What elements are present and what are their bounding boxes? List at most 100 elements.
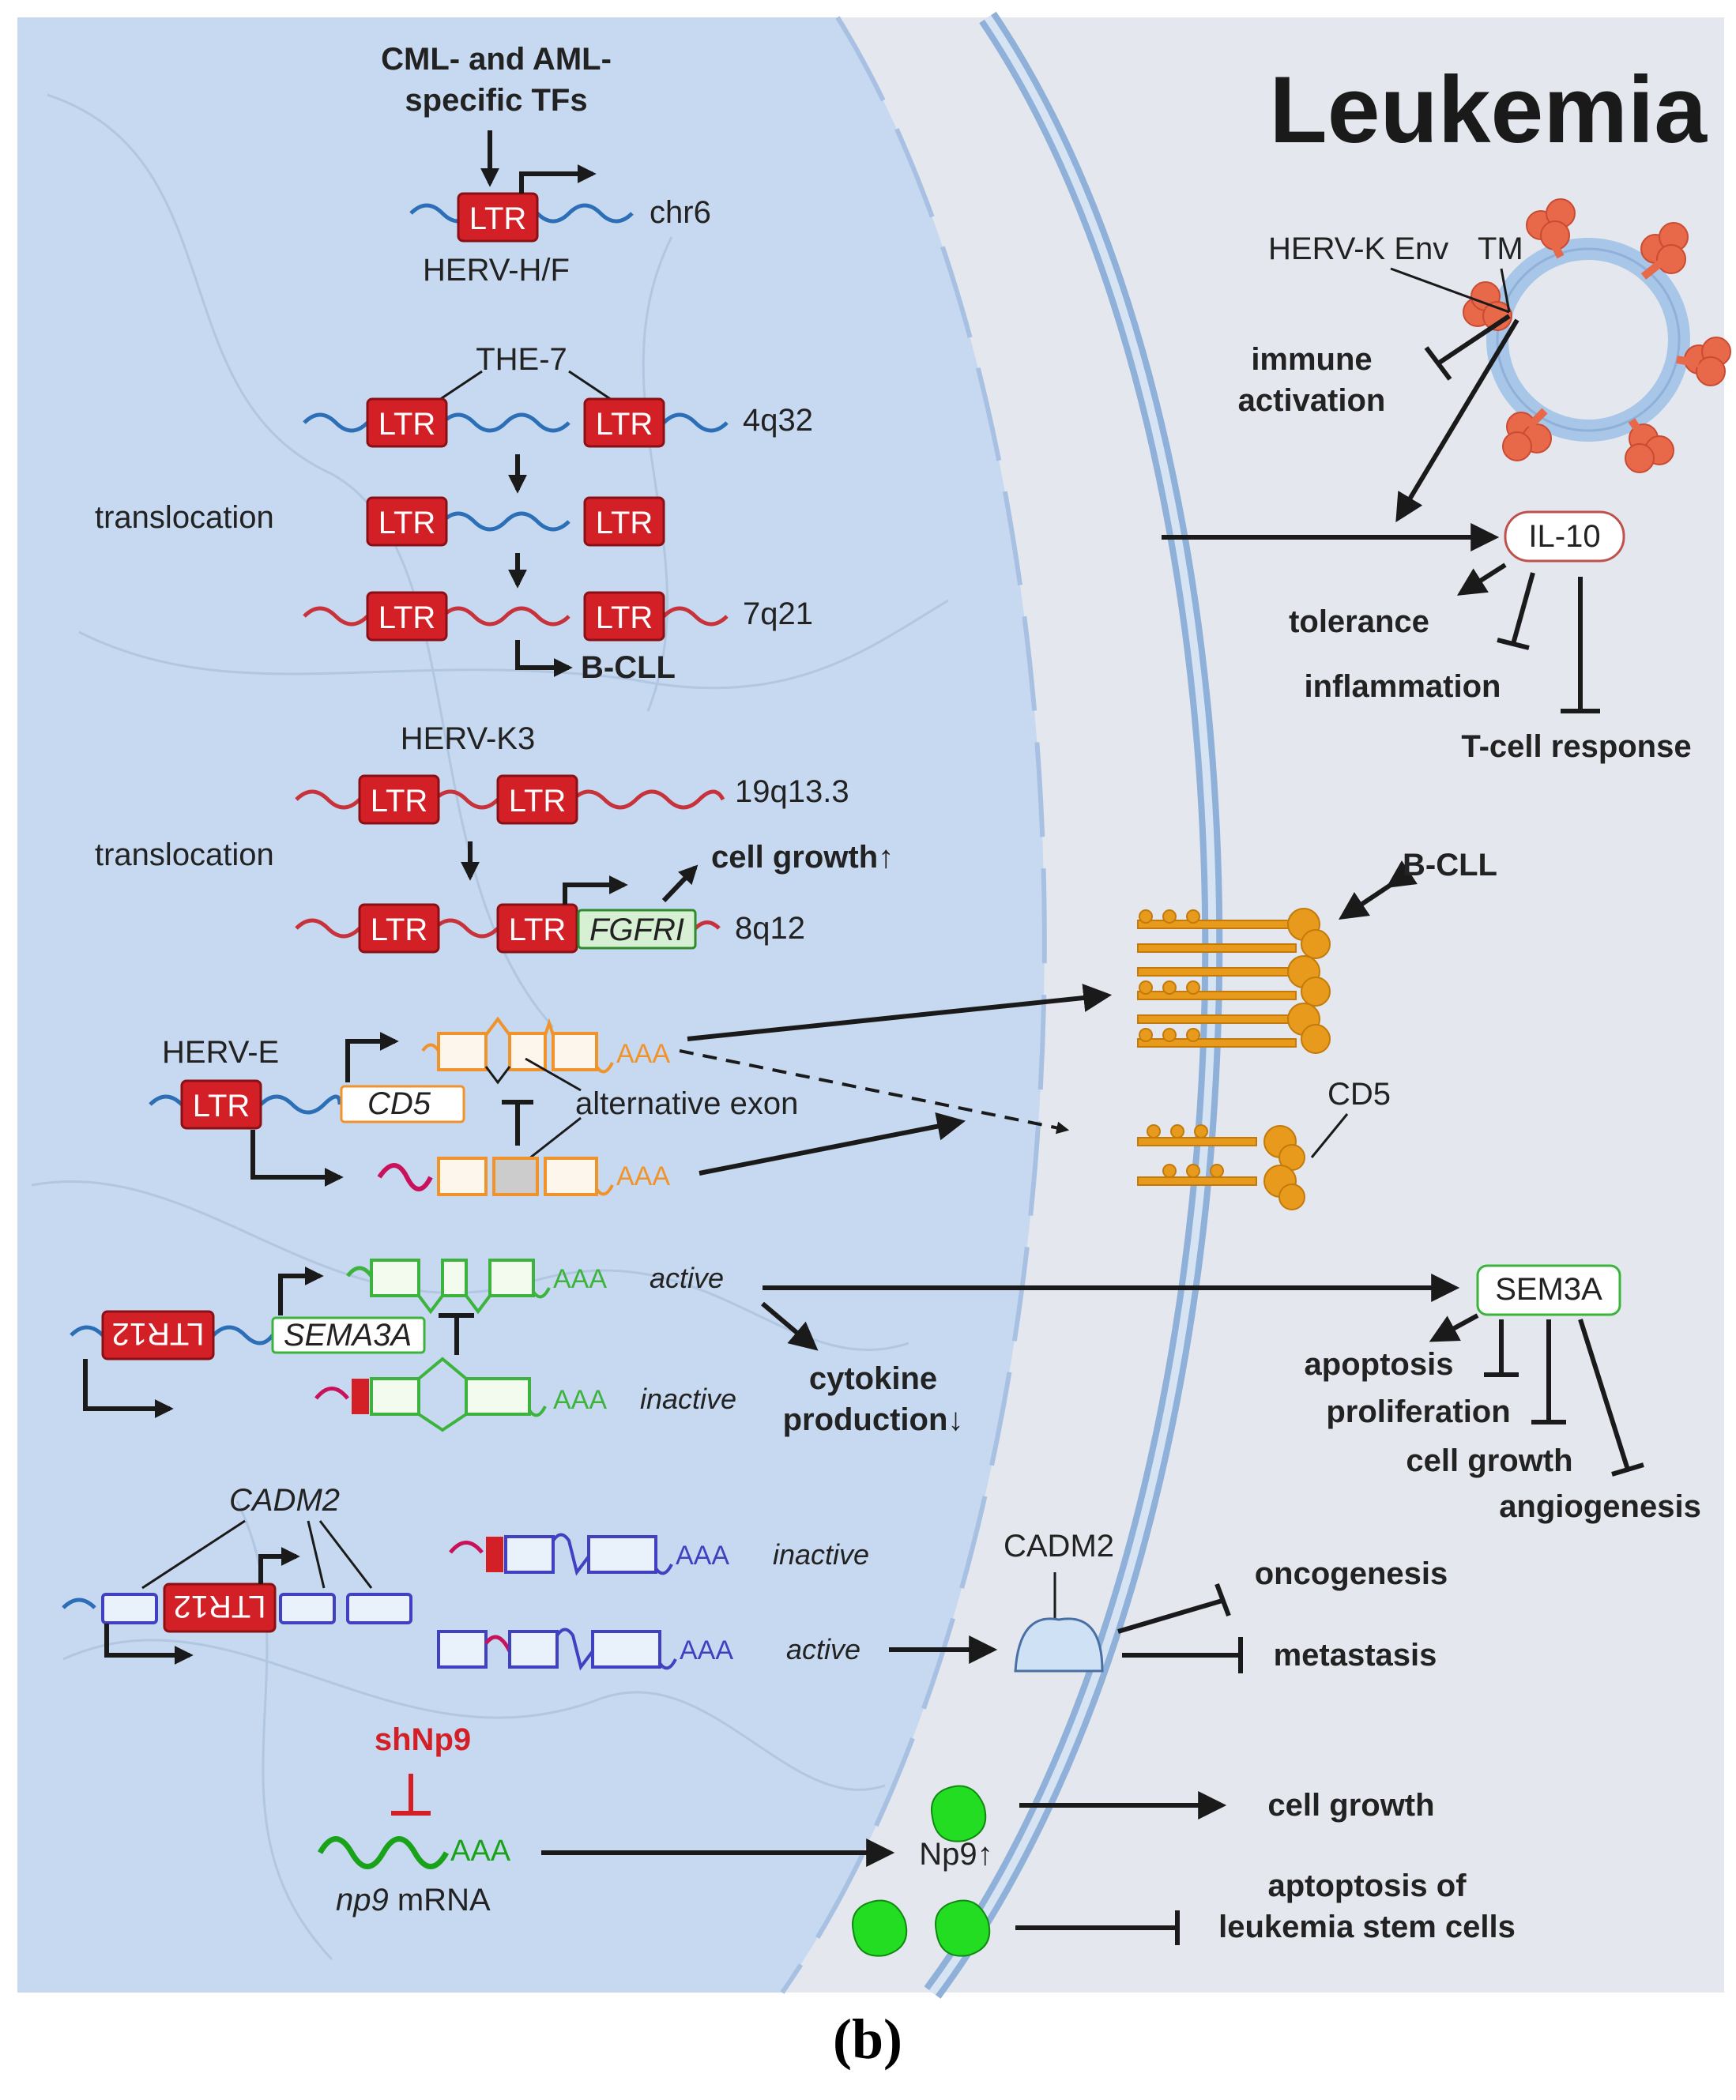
cadm2-protein-label: CADM2 xyxy=(1004,1529,1114,1564)
cadm2-pointer-3 xyxy=(318,1520,373,1589)
dna-4q32 xyxy=(303,412,729,433)
cadm2-exon-1 xyxy=(101,1593,158,1624)
ltr12-cadm2-label: LTR12 xyxy=(173,1589,265,1624)
ltr-19q13-right-label: LTR xyxy=(509,784,567,819)
cd5-polya-top: AAA xyxy=(616,1039,670,1069)
ltr-4q32-right xyxy=(583,397,665,448)
cd5-pointer xyxy=(1310,1113,1349,1158)
bcll-double-arrow xyxy=(1339,860,1418,920)
tss-arrow-bcll xyxy=(515,640,573,677)
cd5-to-protein-arrow xyxy=(687,984,1113,1041)
virus-to-il10-arrow xyxy=(1395,318,1519,523)
herv-k-virus xyxy=(1463,198,1731,473)
sema3a-transcript-active xyxy=(346,1259,551,1315)
dna-translocation xyxy=(441,511,571,532)
np9-cell-growth-label: cell growth xyxy=(1267,1788,1434,1823)
tss-arrow-chr6 xyxy=(519,164,597,194)
translocation-label-1: translocation xyxy=(95,500,274,535)
cd5-protein-cluster xyxy=(1137,908,1331,1054)
cd5-protein-alt xyxy=(1137,1124,1305,1210)
ltr-19q13-right xyxy=(496,774,578,825)
cadm2-polya-inactive: AAA xyxy=(676,1541,729,1571)
proliferation-label: proliferation xyxy=(1326,1394,1510,1429)
dna-cadm2 xyxy=(62,1598,96,1609)
sem3a-label: SEM3A xyxy=(1495,1272,1602,1307)
tss-arrow-sema3a-bottom xyxy=(83,1359,174,1418)
env-pointer xyxy=(1390,267,1510,314)
nuclear-envelope xyxy=(780,16,1047,1994)
locus-19q13: 19q13.3 xyxy=(735,774,849,809)
proliferation-inhibition xyxy=(1484,1319,1519,1377)
ltr-cd5-label: LTR xyxy=(193,1089,250,1123)
locus-7q21: 7q21 xyxy=(743,597,813,631)
alt-exon-pointer-top xyxy=(525,1057,582,1092)
sema3a-inactive-label: inactive xyxy=(640,1383,736,1415)
tss-arrow-fgfr1 xyxy=(563,875,628,905)
np9-polya: AAA xyxy=(450,1835,511,1868)
cytokine-label-2: production↓ xyxy=(783,1402,964,1437)
sema3a-polya-inactive: AAA xyxy=(553,1385,607,1415)
ltr-8q12-right xyxy=(496,903,578,954)
cd5-gene-label: CD5 xyxy=(367,1086,431,1121)
metastasis-label: metastasis xyxy=(1274,1638,1437,1673)
locus-chr6: chr6 xyxy=(650,195,711,230)
immune-label-2: activation xyxy=(1238,383,1386,418)
tcell-inhibition xyxy=(1561,577,1600,713)
ltr-mid-right-label: LTR xyxy=(596,506,653,540)
tf-label-line1: CML- and AML- xyxy=(381,42,612,77)
figure-caption: (b) xyxy=(833,2008,902,2071)
cadm2-pointer-2 xyxy=(307,1520,326,1589)
locus-8q12: 8q12 xyxy=(735,911,805,946)
cd5-transcript-alternative xyxy=(377,1157,614,1196)
inflammation-inhibition xyxy=(1497,572,1535,650)
apoptosis-arrow xyxy=(1429,1313,1479,1342)
bcll-right-label: B-CLL xyxy=(1403,848,1497,883)
dna-cd5 xyxy=(149,1094,342,1115)
alt-exon-pointer-bottom xyxy=(525,1116,582,1163)
np9-apoptosis-label-1: aptoptosis of xyxy=(1267,1869,1467,1903)
sema3a-polya-active: AAA xyxy=(553,1264,607,1294)
apoptosis-label: apoptosis xyxy=(1305,1347,1454,1382)
tf-label-line2: specific TFs xyxy=(405,83,587,118)
il10-box xyxy=(1504,510,1625,563)
the7-pointer-left xyxy=(434,370,483,405)
immune-label-1: immune xyxy=(1251,342,1372,377)
sem3a-box xyxy=(1476,1264,1621,1316)
sema3a-active-label: active xyxy=(650,1262,724,1294)
the7-label: THE-7 xyxy=(476,342,567,377)
np9-mrna-wave xyxy=(317,1836,450,1869)
cadm2-gene-label: CADM2 xyxy=(229,1483,340,1518)
cytokine-label-1: cytokine xyxy=(809,1361,937,1396)
ltr-8q12-left-label: LTR xyxy=(371,913,428,947)
nucleus xyxy=(17,17,1045,1993)
cadm2-transcript-inactive xyxy=(449,1533,673,1576)
cd5-dashed-arrow xyxy=(679,1049,1070,1135)
herve-label: HERV-E xyxy=(162,1035,279,1070)
cadm2-inactive-label: inactive xyxy=(773,1538,869,1571)
cadm2-pointer-1 xyxy=(141,1519,246,1590)
cadm2-transcript-active xyxy=(437,1628,677,1671)
cd5-inhibition-bar xyxy=(502,1100,533,1146)
ltr-mid-left xyxy=(366,496,448,547)
hervk3-label: HERV-K3 xyxy=(401,721,535,756)
ltr-7q21-left-label: LTR xyxy=(378,600,436,635)
sem3a-cell-growth-label: cell growth xyxy=(1406,1443,1572,1478)
ltr-mid-right xyxy=(583,496,665,547)
tm-label: TM xyxy=(1478,231,1523,266)
tss-arrow-cd5-bottom xyxy=(250,1130,344,1187)
tss-arrow-sema3a-top xyxy=(278,1266,324,1315)
dna-19q13 xyxy=(295,789,725,810)
ltr12-sema3a xyxy=(101,1310,215,1360)
metastasis-inhibition xyxy=(1122,1637,1243,1673)
cadm2-polya-active: AAA xyxy=(680,1635,733,1665)
tolerance-arrow xyxy=(1456,563,1507,596)
immune-inhibition xyxy=(1424,314,1511,381)
ltr-mid-left-label: LTR xyxy=(378,506,436,540)
ltr-4q32-left-label: LTR xyxy=(378,407,436,442)
cytokine-arrow xyxy=(761,1301,819,1351)
il10-label: IL-10 xyxy=(1528,519,1600,554)
np9-protein-label: Np9↑ xyxy=(919,1837,992,1872)
dna-7q21 xyxy=(303,606,729,627)
